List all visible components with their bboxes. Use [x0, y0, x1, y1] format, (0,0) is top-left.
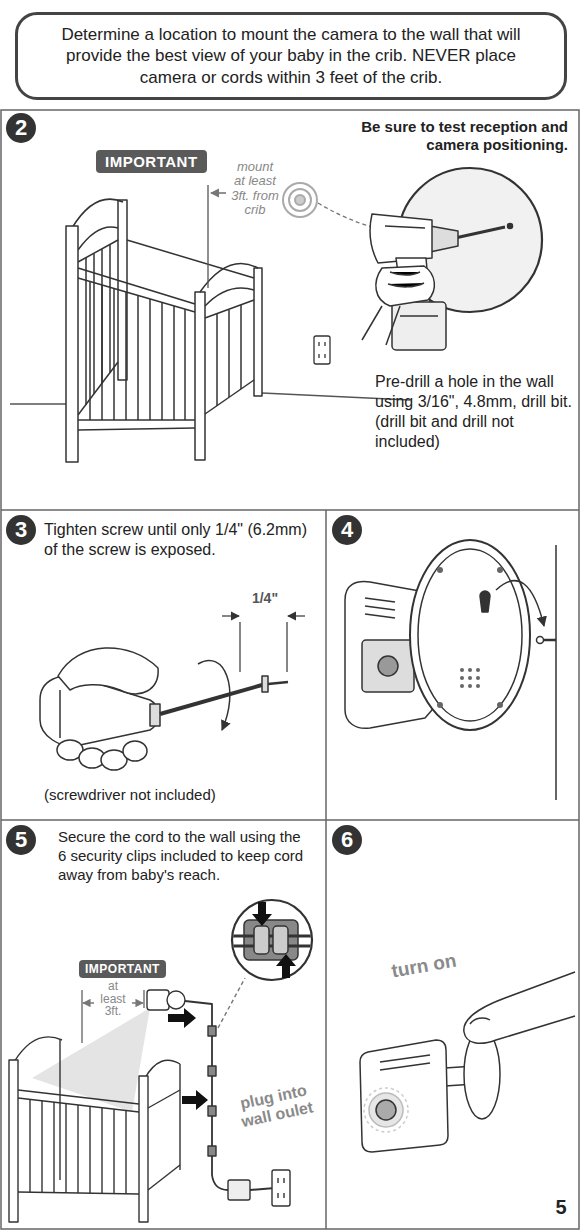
callout-number: 5 — [15, 829, 27, 851]
distance-label: mount at least 3ft. from crib — [230, 160, 280, 217]
distance-label-holder: mount at least 3ft. from crib — [230, 160, 280, 217]
step-number: 3 — [6, 515, 36, 545]
dimension-label: 1/4" — [243, 590, 287, 607]
warning-badge: IMPORTANT — [96, 150, 207, 173]
callout-number: 6 — [341, 829, 353, 851]
instruction-box: Determine a location to mount the camera… — [15, 12, 567, 100]
warning-text: IMPORTANT — [105, 153, 198, 170]
instruction-note-holder: (screwdriver not included) — [44, 786, 316, 804]
instruction-note-holder: Be sure to test reception and camera pos… — [336, 118, 568, 154]
distance-label-holder: at least 3ft. — [95, 980, 131, 1018]
distance-mark — [208, 185, 226, 288]
crib-drawing — [9, 1037, 180, 1222]
instruction-text: Tighten screw until only 1/4" (6.2mm) of… — [44, 520, 316, 560]
instruction-text: Pre-drill a hole in the wall using 3/16"… — [375, 372, 573, 452]
panel-frame — [1, 110, 579, 1229]
callout-number: 4 — [341, 519, 353, 541]
dimension-mark — [222, 616, 305, 672]
instruction-text-holder: Tighten screw until only 1/4" (6.2mm) of… — [44, 520, 316, 560]
drill-drawing — [362, 168, 542, 350]
camera-switch-drawing — [360, 972, 575, 1152]
instruction-note: (screwdriver not included) — [44, 786, 316, 804]
step-number: 5 — [6, 825, 36, 855]
instruction-text: Secure the cord to the wall using the 6 … — [58, 828, 308, 884]
callout-number: 3 — [15, 519, 27, 541]
instruction-text-holder: Secure the cord to the wall using the 6 … — [58, 828, 308, 884]
step-number: 2 — [6, 113, 36, 143]
callout-number: 2 — [15, 117, 27, 139]
wall-outlet — [314, 336, 330, 364]
instruction-text-holder: Pre-drill a hole in the wall using 3/16"… — [375, 372, 573, 452]
screwdriver-drawing — [40, 648, 288, 770]
action-label: plug into wall oulet — [225, 1079, 326, 1135]
camera-hanging-drawing — [345, 540, 556, 800]
step-number: 4 — [332, 515, 362, 545]
distance-label: at least 3ft. — [95, 980, 131, 1018]
dimension-label-holder: 1/4" — [243, 590, 287, 607]
cord-arrows — [168, 1008, 208, 1110]
action-label-holder: turn on — [375, 948, 473, 985]
crib-drawing — [10, 199, 410, 462]
action-label: turn on — [375, 948, 473, 985]
page-number: 5 — [548, 1196, 574, 1218]
camera-light-beam — [32, 1008, 150, 1112]
page-number-holder: 5 — [548, 1196, 574, 1218]
action-label-holder: plug into wall oulet — [225, 1079, 326, 1135]
step-number: 6 — [332, 825, 362, 855]
warning-badge: IMPORTANT — [79, 960, 166, 978]
instruction-note: Be sure to test reception and camera pos… — [336, 118, 568, 154]
instruction-text: Determine a location to mount the camera… — [36, 24, 546, 88]
security-clip-detail — [228, 900, 316, 980]
warning-text: IMPORTANT — [85, 962, 160, 976]
